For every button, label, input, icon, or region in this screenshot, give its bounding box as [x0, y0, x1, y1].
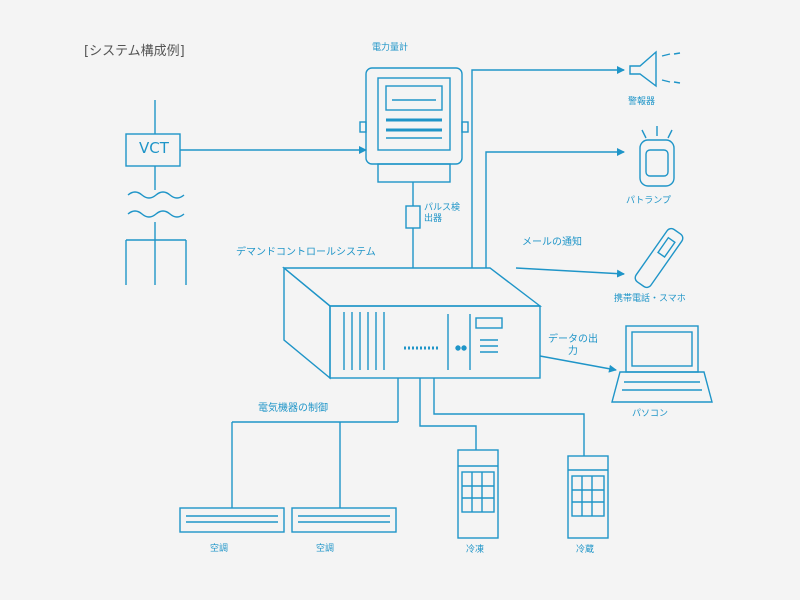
- mobile-label: 携帯電話・スマホ: [614, 294, 686, 304]
- energy-control-label: 電気機器の制御: [258, 403, 328, 414]
- aircon-1-label: 空調: [210, 544, 229, 554]
- demand-system-label: デマンドコントロールシステム: [236, 247, 376, 258]
- buzzer-icon: [629, 50, 681, 88]
- pc-laptop-icon: [611, 325, 713, 403]
- to-buzzer-line: [471, 66, 625, 268]
- vct-label: VCT: [139, 139, 169, 157]
- diagram-title: [システム構成例]: [84, 44, 185, 59]
- aircon-1-icon: [179, 507, 285, 533]
- buzzer-label: 警報器: [628, 97, 656, 107]
- power-line-icon: [125, 100, 187, 285]
- mail-notice-label: メールの通知: [522, 237, 582, 248]
- mobile-phone-icon: [634, 227, 684, 289]
- pc-label: パソコン: [632, 409, 669, 419]
- aircon-2-icon: [291, 507, 397, 533]
- unit-2-label: 冷蔵: [576, 545, 595, 555]
- to-unit2-line: [433, 378, 585, 456]
- pulse-detector-label: パルス検出器: [424, 203, 461, 224]
- data-output-label: データの出力: [548, 334, 598, 357]
- pulse-detector-icon: [405, 205, 421, 229]
- patlite-icon: [639, 126, 675, 187]
- power-meter-icon: [359, 67, 469, 183]
- unit-2-icon: [567, 455, 609, 539]
- patlite-label: パトランプ: [626, 196, 672, 206]
- unit-1-icon: [457, 449, 499, 539]
- to-patlite-line: [485, 148, 625, 268]
- meter-label: 電力量計: [372, 43, 409, 53]
- to-mobile-line: [515, 267, 625, 278]
- demand-control-unit-icon: [282, 266, 543, 380]
- aircon-2-label: 空調: [316, 544, 335, 554]
- unit-1-label: 冷凍: [466, 545, 485, 555]
- to-pc-line: [539, 355, 617, 373]
- to-unit1-line: [419, 378, 477, 450]
